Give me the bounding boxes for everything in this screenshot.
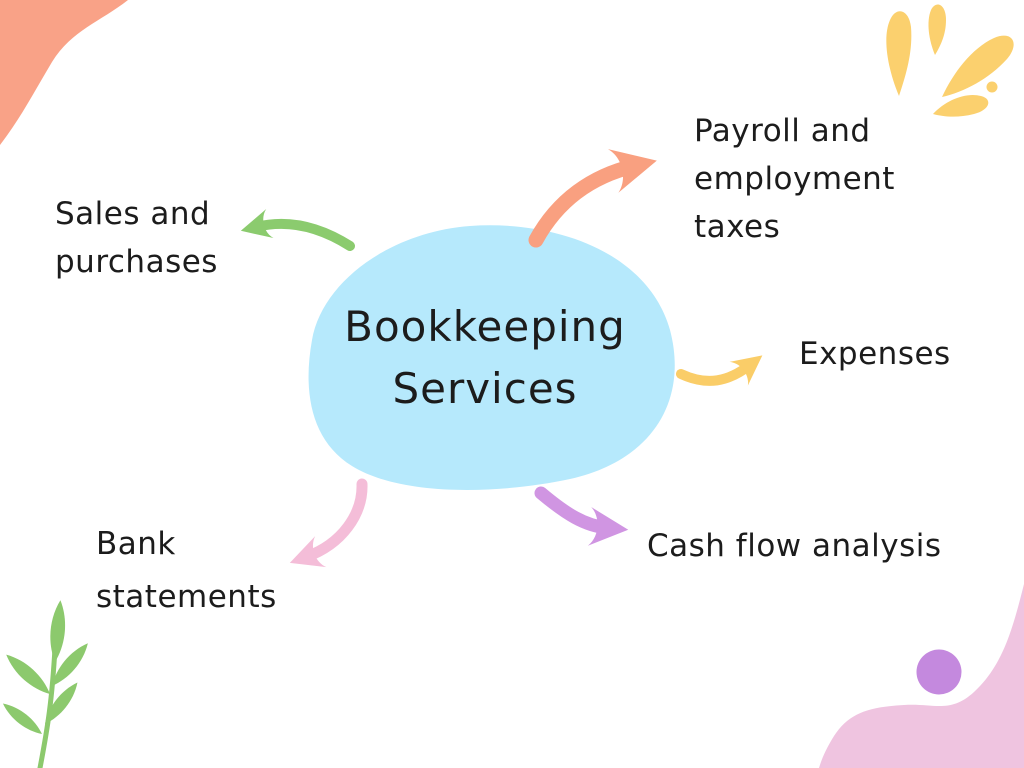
label-bank-statements: Bank statements bbox=[96, 518, 277, 624]
center-node-title: Bookkeeping Services bbox=[303, 296, 667, 420]
splash-drop-icon bbox=[942, 35, 1014, 97]
label-cash-flow-analysis: Cash flow analysis bbox=[647, 522, 942, 570]
arrow-cash-flow bbox=[534, 486, 629, 546]
label-line: employment bbox=[694, 161, 895, 197]
plant-leaf-icon bbox=[6, 654, 50, 694]
plant-bottom-left-decoration bbox=[2, 600, 88, 768]
center-title-line1: Bookkeeping bbox=[344, 302, 626, 351]
label-line: Cash flow analysis bbox=[647, 528, 942, 564]
label-line: taxes bbox=[694, 209, 781, 245]
splash-top-right-decoration bbox=[886, 4, 1014, 117]
arrow-bank-statements bbox=[289, 478, 368, 568]
arrow-expenses bbox=[676, 355, 763, 386]
center-title-line2: Services bbox=[392, 364, 578, 413]
label-line: Bank bbox=[96, 526, 176, 562]
arrow-sales-purchases bbox=[240, 209, 355, 251]
corner-blob-bottom-right-decoration bbox=[819, 584, 1024, 768]
plant-leaf-icon bbox=[52, 643, 88, 686]
label-line: Expenses bbox=[799, 336, 951, 372]
plant-leaf-icon bbox=[2, 703, 42, 734]
label-payroll-employment-taxes: Payroll and employment taxes bbox=[694, 107, 895, 251]
circle-bottom-right-decoration bbox=[916, 649, 962, 695]
label-line: Sales and bbox=[55, 196, 211, 232]
splash-drop-icon bbox=[933, 94, 989, 117]
splash-drop-icon bbox=[928, 4, 946, 56]
label-line: statements bbox=[96, 579, 277, 615]
splash-drop-icon bbox=[886, 11, 912, 97]
arrow-payroll bbox=[528, 149, 657, 248]
center-node-shape bbox=[308, 225, 675, 490]
label-expenses: Expenses bbox=[799, 330, 951, 378]
label-sales-purchases: Sales and purchases bbox=[55, 190, 218, 286]
plant-leaf-icon bbox=[50, 600, 66, 662]
splash-dot-icon bbox=[986, 81, 998, 93]
label-line: Payroll and bbox=[694, 113, 871, 149]
plant-leaf-icon bbox=[45, 682, 78, 724]
label-line: purchases bbox=[55, 244, 218, 280]
corner-blob-top-left-decoration bbox=[0, 0, 128, 145]
